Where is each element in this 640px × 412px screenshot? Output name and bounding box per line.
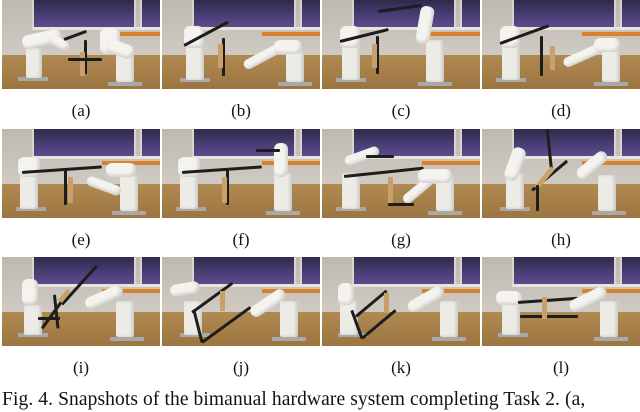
snapshot-image xyxy=(162,0,320,89)
panel-label: (a) xyxy=(71,101,91,120)
snapshot-image xyxy=(322,257,480,346)
panel-c: (c) xyxy=(322,0,480,120)
snapshot-image xyxy=(2,129,160,218)
panel-label: (e) xyxy=(71,230,91,249)
panel-label: (g) xyxy=(391,230,411,249)
snapshot-image xyxy=(482,257,640,346)
panel-label: (b) xyxy=(231,101,251,120)
panel-label: (j) xyxy=(232,358,250,377)
panel-k: (k) xyxy=(322,257,480,377)
panel-label: (h) xyxy=(551,230,571,249)
snapshot-image xyxy=(2,257,160,346)
panel-label: (i) xyxy=(72,358,90,377)
panel-d: (d) xyxy=(482,0,640,120)
panel-label: (k) xyxy=(391,358,411,377)
panel-label: (l) xyxy=(552,358,570,377)
panel-label: (d) xyxy=(551,101,571,120)
panel-label: (f) xyxy=(232,230,250,249)
panel-g: (g) xyxy=(322,129,480,249)
panel-l: (l) xyxy=(482,257,640,377)
panel-h: (h) xyxy=(482,129,640,249)
panel-i: (i) xyxy=(2,257,160,377)
snapshot-image xyxy=(322,0,480,89)
snapshot-image xyxy=(162,257,320,346)
snapshot-image xyxy=(2,0,160,89)
figure-row-2: (e) (f) xyxy=(0,129,640,257)
snapshot-image xyxy=(482,0,640,89)
snapshot-image xyxy=(482,129,640,218)
figure-row-1: (a) (b) xyxy=(0,0,640,128)
panel-label: (c) xyxy=(391,101,411,120)
panel-f: (f) xyxy=(162,129,320,249)
panel-e: (e) xyxy=(2,129,160,249)
snapshot-image xyxy=(322,129,480,218)
panel-b: (b) xyxy=(162,0,320,120)
panel-a: (a) xyxy=(2,0,160,120)
figure-row-3: (i) (j) xyxy=(0,257,640,385)
snapshot-image xyxy=(162,129,320,218)
panel-j: (j) xyxy=(162,257,320,377)
figure-caption: Fig. 4. Snapshots of the bimanual hardwa… xyxy=(2,389,586,410)
